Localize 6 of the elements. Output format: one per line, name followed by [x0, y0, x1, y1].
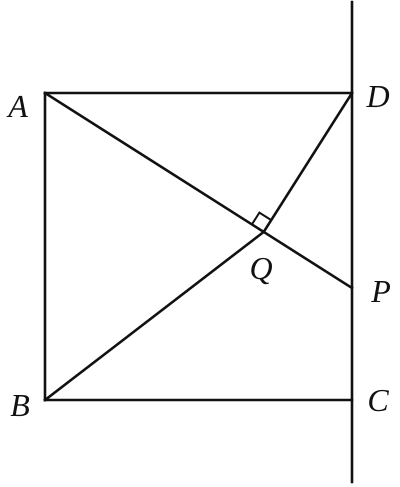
point-label: Q [249, 252, 273, 284]
point-label: D [366, 80, 390, 112]
point-label: C [367, 384, 389, 416]
point-label: P [371, 275, 391, 307]
point-label: A [8, 90, 28, 122]
point-label: B [10, 389, 30, 421]
